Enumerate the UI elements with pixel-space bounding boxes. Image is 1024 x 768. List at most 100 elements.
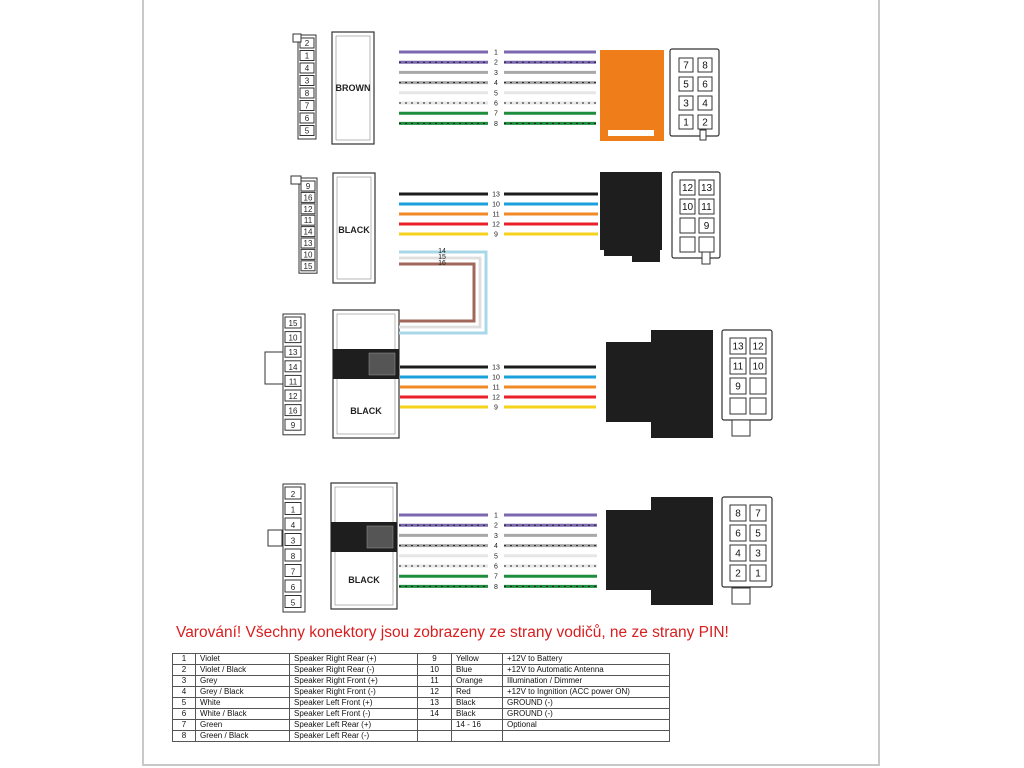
iso-power-housing-front — [606, 342, 652, 422]
pin-label: 14 — [289, 363, 298, 372]
body-lock — [368, 352, 396, 376]
grid-cell — [679, 217, 696, 234]
pin-cell — [299, 100, 315, 111]
legend-cell: Grey — [195, 675, 290, 687]
pin-label: 2 — [291, 490, 296, 499]
grid-cell — [749, 397, 767, 415]
pin-label: 3 — [305, 77, 310, 86]
pin-label: 6 — [291, 583, 296, 592]
legend-cell — [417, 730, 452, 742]
iso-speaker-housing-back — [651, 497, 713, 605]
legend-cell: Optional — [502, 719, 670, 731]
legend-cell: Speaker Right Front (-) — [289, 686, 418, 698]
grid-pin-label: 10 — [682, 202, 694, 213]
grid-pin-label: 4 — [735, 549, 741, 560]
pin-cell — [284, 404, 302, 417]
connector-label: BLACK — [338, 225, 370, 235]
wire-number: 1 — [494, 50, 498, 57]
pin-label: 3 — [291, 537, 296, 546]
grid-pin-label: 9 — [704, 221, 710, 232]
pin-label: 7 — [291, 568, 296, 577]
brown-housing — [600, 50, 664, 136]
grid-pin-label: 8 — [735, 509, 741, 520]
legend-cell: Speaker Left Front (+) — [289, 697, 418, 709]
grid-cell — [697, 76, 713, 92]
diagram-frame — [142, 0, 880, 766]
wire-number: 13 — [492, 192, 500, 199]
legend-cell: Speaker Left Rear (+) — [289, 719, 418, 731]
legend-cell: Black — [451, 697, 503, 709]
legend-cell: Speaker Left Front (-) — [289, 708, 418, 720]
grid-cell — [729, 504, 747, 522]
iso-power-housing-back — [651, 330, 713, 438]
grid-pin-label: 6 — [735, 529, 741, 540]
legend-cell: Orange — [451, 675, 503, 687]
grid-cell — [698, 236, 715, 253]
grid-cell — [678, 114, 694, 130]
legend-cell: 14 — [417, 708, 452, 720]
body-outline — [332, 172, 376, 284]
pin-cell — [299, 62, 315, 74]
connector-body-black_spk: BLACK — [330, 482, 398, 610]
pin-cell — [284, 486, 302, 500]
black-housing — [600, 172, 662, 250]
grid-cell — [749, 524, 767, 542]
pin-cell — [284, 548, 302, 562]
pin-label: 11 — [289, 377, 298, 386]
legend-cell — [417, 719, 452, 731]
legend-cell: 11 — [417, 675, 452, 687]
grid-cell — [729, 524, 747, 542]
pin-cell — [284, 533, 302, 546]
pin-label: 10 — [304, 250, 313, 259]
iso-speaker-housing-front — [606, 510, 652, 590]
grid-cell — [678, 76, 694, 92]
grid-cell — [729, 564, 747, 582]
legend-cell: Speaker Left Rear (-) — [289, 730, 418, 742]
pin-label: 9 — [291, 421, 296, 430]
legend-cell: 12 — [417, 686, 452, 698]
wire-number: 8 — [494, 584, 498, 591]
legend-cell: 13 — [417, 697, 452, 709]
wire-number: 6 — [494, 564, 498, 571]
legend-cell: 1 — [172, 653, 196, 665]
pin-label: 6 — [305, 114, 310, 123]
grid-pin-label: 7 — [755, 509, 761, 520]
wire-number: 3 — [494, 70, 498, 77]
grid-pin-label: 6 — [702, 80, 708, 91]
pin-label: 16 — [289, 407, 298, 416]
wire-number: 15 — [438, 254, 446, 261]
legend-cell: 7 — [172, 719, 196, 731]
pin-cell — [299, 75, 315, 86]
pin-cell — [299, 50, 315, 61]
grid-tab — [699, 129, 707, 141]
legend-cell: 2 — [172, 664, 196, 676]
pin-cell — [284, 595, 302, 608]
strip-tab — [290, 175, 302, 185]
grid-cell — [749, 544, 767, 562]
wire-number: 10 — [492, 375, 500, 382]
connector-body-black: BLACK — [332, 172, 376, 284]
grid-pin-label: 5 — [683, 80, 689, 91]
legend-cell: 8 — [172, 730, 196, 742]
pin-cell — [299, 112, 315, 124]
grid-cell — [729, 377, 747, 395]
grid-cell — [749, 504, 767, 522]
wire-number: 2 — [494, 60, 498, 67]
warning-text: Varování! Všechny konektory jsou zobraze… — [176, 624, 729, 641]
pin-label: 14 — [304, 228, 313, 237]
legend-cell: Blue — [451, 664, 503, 676]
connector-label: BLACK — [348, 575, 380, 585]
grid-pin-label: 3 — [683, 99, 689, 110]
connector-body-brown: BROWN — [331, 31, 375, 145]
